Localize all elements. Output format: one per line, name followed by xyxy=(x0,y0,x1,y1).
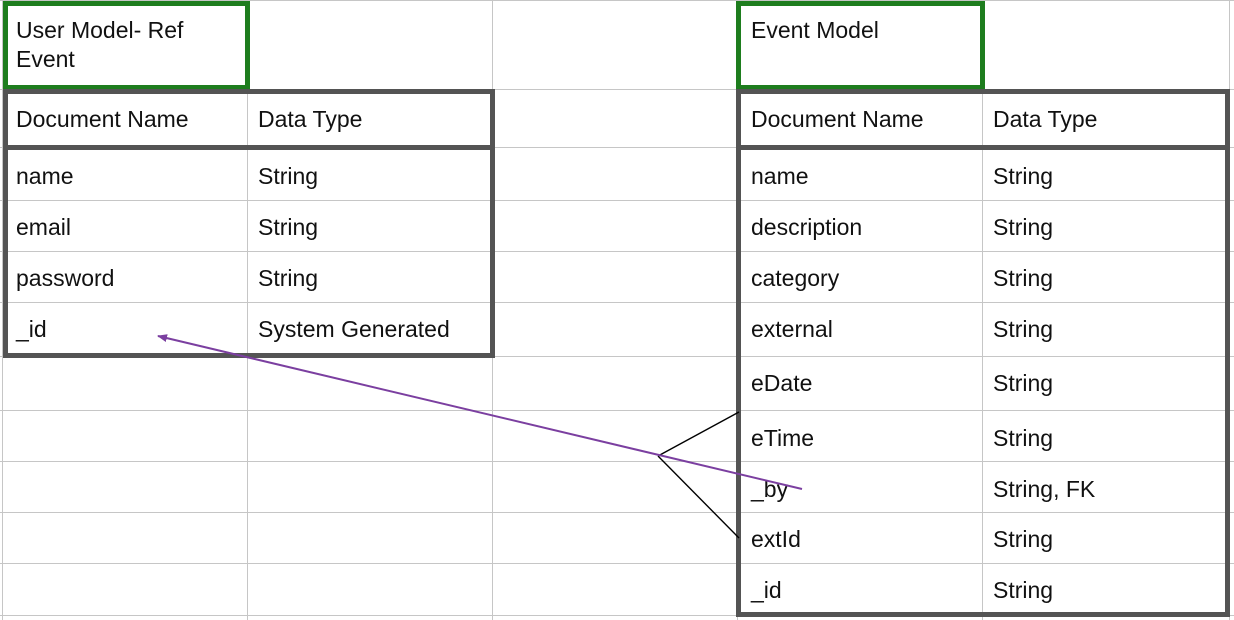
event-model-title[interactable]: Event Model xyxy=(751,17,879,43)
user-header-data-type[interactable]: Data Type xyxy=(258,106,363,132)
grid-col-line xyxy=(247,0,248,620)
event-field-edate[interactable]: eDate xyxy=(751,370,813,396)
crowfoot-connector xyxy=(657,411,740,539)
user-model-header-divider xyxy=(3,145,495,150)
grid-row-line xyxy=(0,0,1234,1)
grid-col-line xyxy=(2,0,3,620)
grid-row-line xyxy=(0,302,1234,303)
event-header-data-type[interactable]: Data Type xyxy=(993,106,1098,132)
event-field-description[interactable]: description xyxy=(751,214,863,240)
event-type-category[interactable]: String xyxy=(993,265,1054,291)
user-field-id[interactable]: _id xyxy=(16,316,47,342)
event-field-name[interactable]: name xyxy=(751,163,809,189)
event-type-by[interactable]: String, FK xyxy=(993,476,1096,502)
event-type-extid[interactable]: String xyxy=(993,526,1054,552)
user-field-name[interactable]: name xyxy=(16,163,74,189)
event-type-etime[interactable]: String xyxy=(993,425,1054,451)
foreign-key-arrow xyxy=(157,334,803,490)
grid-row-line xyxy=(0,615,1234,616)
event-field-id[interactable]: _id xyxy=(751,577,782,603)
event-field-extid[interactable]: extId xyxy=(751,526,801,552)
grid-row-line xyxy=(0,200,1234,201)
event-field-etime[interactable]: eTime xyxy=(751,425,815,451)
event-type-id[interactable]: String xyxy=(993,577,1054,603)
grid-row-line xyxy=(0,563,1234,564)
user-type-id[interactable]: System Generated xyxy=(258,316,450,342)
event-header-document-name[interactable]: Document Name xyxy=(751,106,924,132)
grid-col-line xyxy=(982,0,983,620)
grid-row-line xyxy=(0,512,1234,513)
user-type-password[interactable]: String xyxy=(258,265,319,291)
event-model-header-divider xyxy=(736,145,1230,150)
event-type-description[interactable]: String xyxy=(993,214,1054,240)
grid-row-line xyxy=(0,147,1234,148)
user-field-email[interactable]: email xyxy=(16,214,71,240)
grid-row-line xyxy=(0,251,1234,252)
grid-row-line xyxy=(0,356,1234,357)
user-header-document-name[interactable]: Document Name xyxy=(16,106,189,132)
event-type-name[interactable]: String xyxy=(993,163,1054,189)
event-type-edate[interactable]: String xyxy=(993,370,1054,396)
user-type-name[interactable]: String xyxy=(258,163,319,189)
grid-row-line xyxy=(0,89,1234,90)
event-type-external[interactable]: String xyxy=(993,316,1054,342)
event-field-external[interactable]: external xyxy=(751,316,833,342)
user-field-password[interactable]: password xyxy=(16,265,115,291)
grid-row-line xyxy=(0,461,1234,462)
user-type-email[interactable]: String xyxy=(258,214,319,240)
grid-row-line xyxy=(0,410,1234,411)
user-model-title[interactable]: User Model- Ref Event xyxy=(16,17,184,72)
event-field-category[interactable]: category xyxy=(751,265,840,291)
